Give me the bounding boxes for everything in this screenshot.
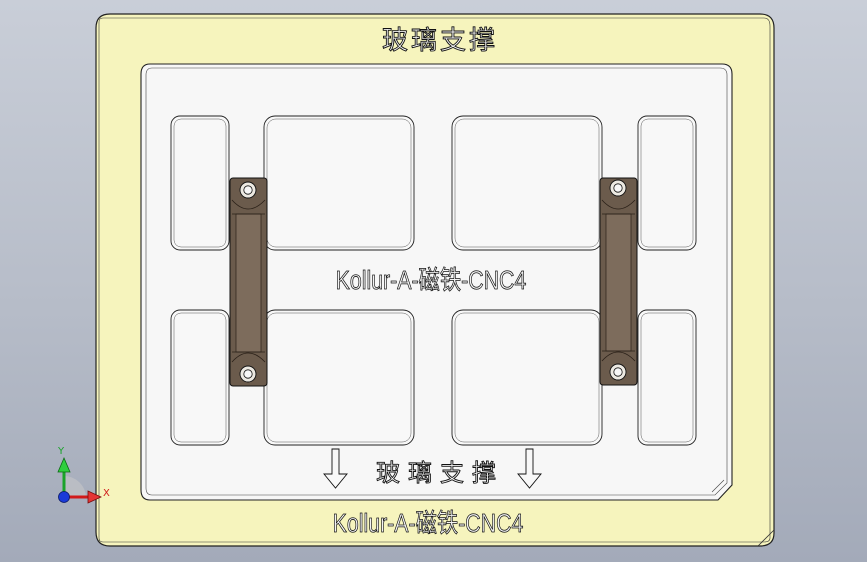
screw-hole-left-bottom (239, 365, 257, 383)
coordinate-triad[interactable]: Y X (57, 446, 110, 504)
arrow-down-icon (517, 448, 542, 489)
magnet-bracket-right[interactable] (599, 177, 638, 386)
pocket-center-right-bottom[interactable] (451, 309, 603, 446)
pocket-right-bottom[interactable] (637, 309, 697, 446)
pocket-left-top[interactable] (170, 115, 230, 251)
screw-hole-left-top (239, 181, 257, 199)
magnet-bracket-left[interactable] (229, 177, 268, 387)
engraved-part-label-bottom: Kollur-A-磁铁-CNC4 (333, 509, 524, 539)
pocket-group (170, 115, 697, 446)
pocket-center-left-bottom[interactable] (263, 309, 415, 446)
axis-y-label: Y (57, 446, 65, 457)
pocket-center-left-top[interactable] (263, 115, 415, 251)
screw-hole-right-top (609, 179, 627, 197)
arrow-down-icon (323, 448, 348, 489)
engraved-part-label-center: Kollur-A-磁铁-CNC4 (336, 266, 527, 296)
axis-x-label: X (103, 488, 110, 499)
screw-hole-right-bottom (609, 363, 627, 381)
pocket-center-right-top[interactable] (451, 115, 603, 251)
pocket-inner-lines (173, 118, 694, 443)
engraved-title-top: 玻璃支撑 (382, 26, 498, 56)
pocket-left-bottom[interactable] (170, 309, 230, 446)
pocket-right-top[interactable] (637, 115, 697, 251)
engraved-title-inner-bottom: 玻璃支撑 (376, 459, 504, 487)
